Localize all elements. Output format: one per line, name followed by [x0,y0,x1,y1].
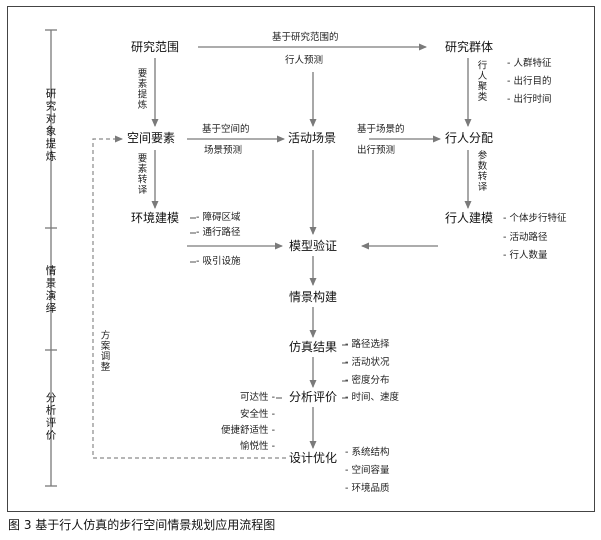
label-space-scene-1: 基于空间的 [202,124,250,135]
label-scene-dist-1: 基于场景的 [357,124,405,135]
label-plan-adjust: 方案调整 [98,330,110,372]
env-item-2: - 通行路径 [196,227,241,238]
node-model-validation: 模型验证 [289,239,338,253]
eval-item-1: 可达性 - [240,392,275,403]
label-pedestrian-cluster: 行人聚类 [475,60,487,102]
ped-item-1: - 个体步行特征 [503,213,567,224]
sim-item-4: - 时间、速度 [345,392,399,403]
eval-item-3: 便捷舒适性 - [221,425,275,436]
figure-frame [7,6,595,512]
label-param-transform: 参数转译 [475,150,487,192]
node-space-elements: 空间要素 [127,131,176,145]
node-design-optimize: 设计优化 [289,451,338,465]
stage-evaluation: 分析评价 [44,392,57,442]
label-space-scene-2: 场景预测 [204,145,243,156]
node-env-modeling: 环境建模 [131,211,180,225]
group-attr-1: - 人群特征 [507,58,552,69]
label-scope-group-1: 基于研究范围的 [272,32,339,43]
stage-research: 研究对象提炼 [44,88,57,163]
node-research-scope: 研究范围 [131,40,180,54]
figure-caption: 图 3 基于行人仿真的步行空间情景规划应用流程图 [8,518,276,532]
feedback-loop [92,135,286,459]
sim-item-1: - 路径选择 [345,339,390,350]
stage-scenario: 情景演绎 [44,265,57,315]
label-element-transform: 要素转译 [135,153,147,195]
eval-item-4: 愉悦性 - [240,441,275,452]
ped-item-2: - 活动路径 [503,232,548,243]
node-analysis-eval: 分析评价 [289,390,338,404]
group-attr-2: - 出行目的 [507,76,552,87]
sim-item-2: - 活动状况 [345,357,390,368]
ped-item-3: - 行人数量 [503,250,548,261]
node-scenario-build: 情景构建 [289,290,338,304]
node-research-group: 研究群体 [445,40,494,54]
group-attr-3: - 出行时间 [507,94,552,105]
node-pedestrian-modeling: 行人建模 [445,211,494,225]
design-item-2: - 空间容量 [345,465,390,476]
design-item-1: - 系统结构 [345,447,390,458]
node-activity-scene: 活动场景 [288,131,337,145]
label-element-extract: 要素提炼 [135,68,147,110]
env-item-1: - 障碍区域 [196,212,241,223]
node-pedestrian-distribution: 行人分配 [445,131,494,145]
label-scope-group-2: 行人预测 [285,55,324,66]
eval-item-2: 安全性 - [240,409,275,420]
label-scene-dist-2: 出行预测 [357,145,396,156]
env-item-3: - 吸引设施 [196,256,241,267]
node-sim-results: 仿真结果 [289,340,338,354]
design-item-3: - 环境品质 [345,483,390,494]
sim-item-3: - 密度分布 [345,375,390,386]
